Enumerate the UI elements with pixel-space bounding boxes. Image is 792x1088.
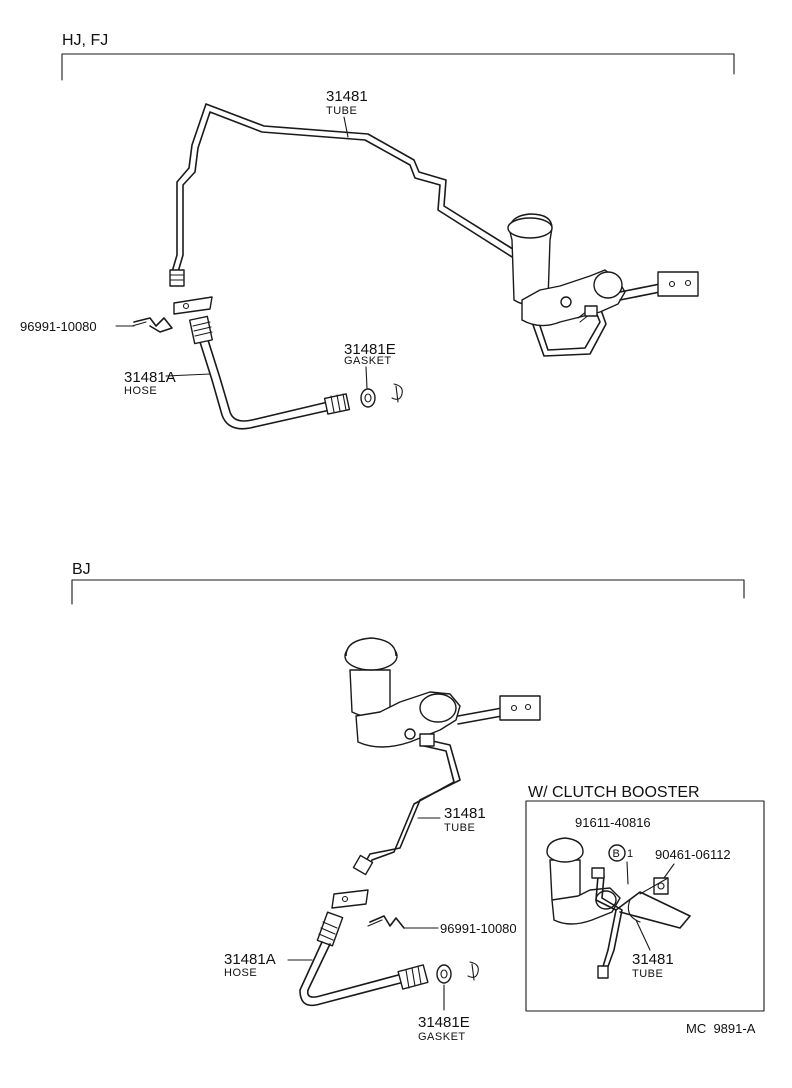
leader-tube-top [343,116,349,138]
label-part-b: 90461-06112 [655,847,731,862]
section-bracket-top [61,53,735,81]
leader-tube-inset [635,919,651,951]
bracket-plate-bottom [331,889,369,909]
label-tube-sub-inset: TUBE [632,968,663,980]
label-hose-top: 31481A [124,369,176,386]
label-tube-sub-top: TUBE [326,105,357,117]
inset-frame [525,800,765,1012]
leader-hose-top [165,373,211,377]
retaining-clip-bottom [467,961,479,981]
bracket-plate-top [173,296,213,315]
label-hose-sub-top: HOSE [124,385,157,397]
label-tube-inset: 31481 [632,951,674,968]
label-gasket-top: 31481E [344,341,396,358]
bracket-inset [653,877,669,895]
section-bracket-bottom [71,579,745,605]
retaining-clip-top [391,383,403,403]
gasket-top [360,388,376,408]
label-tube-bottom: 31481 [444,805,486,822]
inset-heading: W/ CLUTCH BOOSTER [528,784,700,801]
gasket-bottom [436,964,452,984]
section-bj: BJ [71,561,745,1043]
figure-reference: MC 9891-A [686,1021,756,1036]
label-gasket-sub-top: GASKET [344,355,392,367]
clutch-tube-bottom [352,733,461,876]
callout-letter: B [613,848,621,860]
inset-clutch-booster: W/ CLUTCH BOOSTER B 1 91611-40 [525,784,765,1012]
label-tube-sub-bottom: TUBE [444,822,475,834]
label-tube-top: 31481 [326,88,368,105]
callout-count: 1 [627,848,634,860]
label-gasket-sub-bottom: GASKET [418,1031,466,1043]
master-cylinder-top [507,213,699,327]
master-cylinder-inset [546,837,621,925]
clutch-tube-inset [591,867,691,979]
section-heading-bj: BJ [72,561,91,578]
master-cylinder-bottom [344,637,541,748]
label-clip-code-bottom: 96991-10080 [440,921,517,936]
label-clip-code-top: 96991-10080 [20,319,97,334]
flexible-hose-bottom [299,911,429,1007]
leader-part-b [663,863,675,879]
label-hose-bottom: 31481A [224,951,276,968]
leader-gasket-top [365,366,368,389]
callout-circle-b [608,844,626,862]
section-hj-fj: HJ, FJ [20,32,735,430]
leader-callout [626,861,629,885]
label-part-a: 91611-40816 [575,815,651,830]
label-hose-sub-bottom: HOSE [224,967,257,979]
clutch-tube-top [169,103,607,357]
section-heading-hj-fj: HJ, FJ [62,32,108,49]
flexible-hose-top [189,315,351,430]
hose-clip-top [131,317,173,333]
label-gasket-bottom: 31481E [418,1014,470,1031]
hose-clip-bottom [367,915,405,929]
